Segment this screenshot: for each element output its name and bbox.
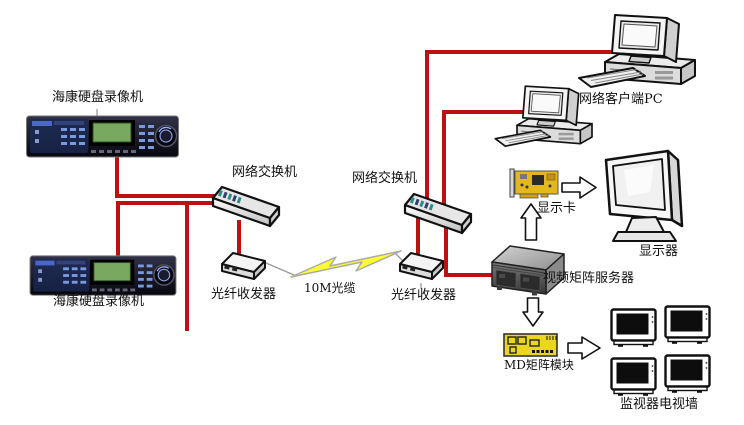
video-matrix-server-label: 视频矩阵服务器 [543, 271, 635, 286]
fiber-transceiver-right-device [396, 248, 448, 286]
arrow-md-to-wall [567, 336, 601, 360]
switch-right-label: 网络交换机 [352, 171, 418, 186]
dvr-icon [29, 255, 177, 296]
lightning-bolt-fiber-icon [290, 250, 402, 278]
tv-wall-label: 监视器电视墙 [620, 397, 699, 412]
monitor-label: 显示器 [639, 244, 679, 259]
fiber-transceiver-icon [221, 252, 266, 280]
tv-wall-device [606, 302, 716, 398]
link-dvr-top-to-switch-left [115, 155, 218, 198]
fiber-transceiver-icon [399, 252, 444, 280]
pci-card-icon [509, 168, 559, 199]
network-switch-left-device [208, 176, 283, 231]
client-pc-label: 网络客户端PC [579, 92, 663, 107]
link-dvr-bottom-to-switch-left [116, 201, 218, 258]
link-switch-right-to-pc1 [425, 50, 614, 215]
md-matrix-module-device [503, 330, 559, 360]
matrix-card-icon [503, 333, 558, 357]
transceiver-right-label: 光纤收发器 [391, 288, 457, 303]
link-switch-right-to-server [444, 215, 497, 277]
video-matrix-server-device [488, 238, 568, 300]
dvr-top-device [25, 112, 180, 162]
network-switch-icon [403, 192, 473, 235]
dvr-bottom-label: 海康硬盘录像机 [53, 294, 145, 309]
tv-monitor-icon [610, 308, 657, 348]
dvr-icon [25, 115, 180, 158]
dvr-bottom-device [28, 252, 178, 300]
rack-server-icon [491, 245, 565, 296]
arrow-card-to-monitor [561, 176, 597, 199]
tv-monitor-icon [610, 357, 657, 397]
tv-monitor-icon [664, 354, 711, 394]
network-switch-icon [211, 185, 281, 228]
monitor-icon [604, 149, 684, 242]
monitor-large-device [598, 148, 696, 248]
display-card-label: 显示卡 [537, 201, 577, 216]
md-matrix-module-label: MD矩阵模块 [504, 358, 574, 372]
switch-left-label: 网络交换机 [232, 165, 298, 180]
link-switch-right-to-pc2 [442, 110, 528, 215]
display-card-device [508, 168, 560, 202]
fiber-cable-label: 10M光缆 [304, 281, 356, 295]
fiber-lead-left [265, 262, 295, 276]
fiber-transceiver-left-device [218, 248, 270, 286]
network-switch-right-device [400, 183, 475, 238]
dvr-top-label: 海康硬盘录像机 [52, 90, 144, 105]
arrow-server-to-card [520, 203, 542, 241]
arrow-server-to-md [522, 297, 544, 327]
transceiver-left-label: 光纤收发器 [211, 287, 277, 302]
tv-monitor-icon [664, 305, 711, 345]
